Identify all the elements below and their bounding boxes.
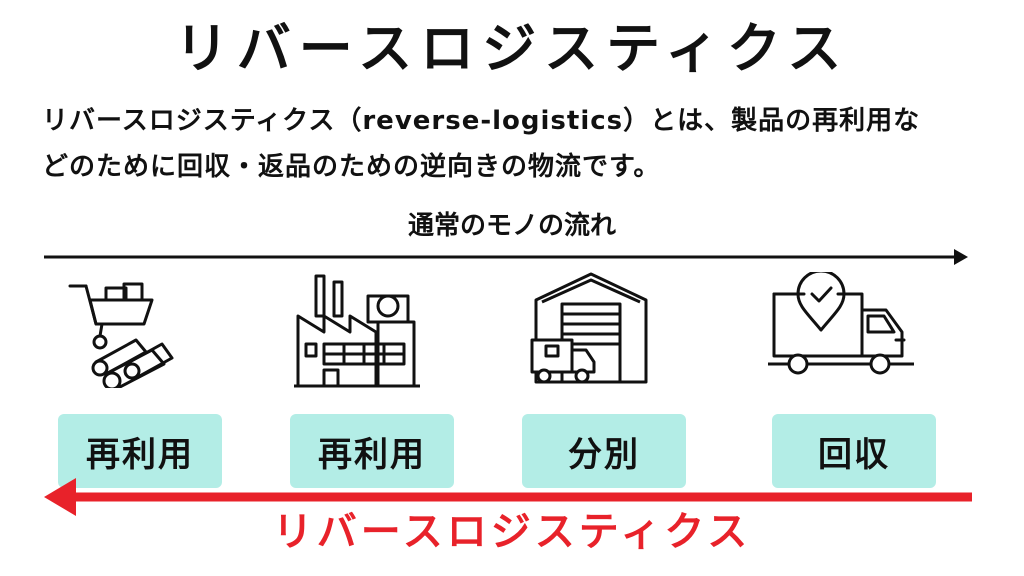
forward-flow-label: 通常のモノの流れ [407, 211, 616, 241]
description-line-2: どのために回収・返品のための逆向きの物流です。 [42, 152, 661, 182]
wheelbarrow-logs-icon [68, 282, 174, 388]
factory-icon [294, 274, 420, 388]
warehouse-truck-icon [530, 272, 648, 384]
description: リバースロジスティクス（reverse-logistics）とは、製品の再利用な… [42, 98, 992, 190]
stage-reuse-1: 再利用 [58, 414, 222, 488]
stage-collection: 回収 [772, 414, 936, 488]
page-title: リバースロジスティクス [174, 17, 850, 80]
stage-reuse-2: 再利用 [290, 414, 454, 488]
delivery-truck-check-icon [768, 272, 914, 375]
reverse-flow-label: リバースロジスティクス [272, 509, 752, 555]
description-line-1: リバースロジスティクス（reverse-logistics）とは、製品の再利用な [42, 106, 921, 136]
stage-sorting: 分別 [522, 414, 686, 488]
